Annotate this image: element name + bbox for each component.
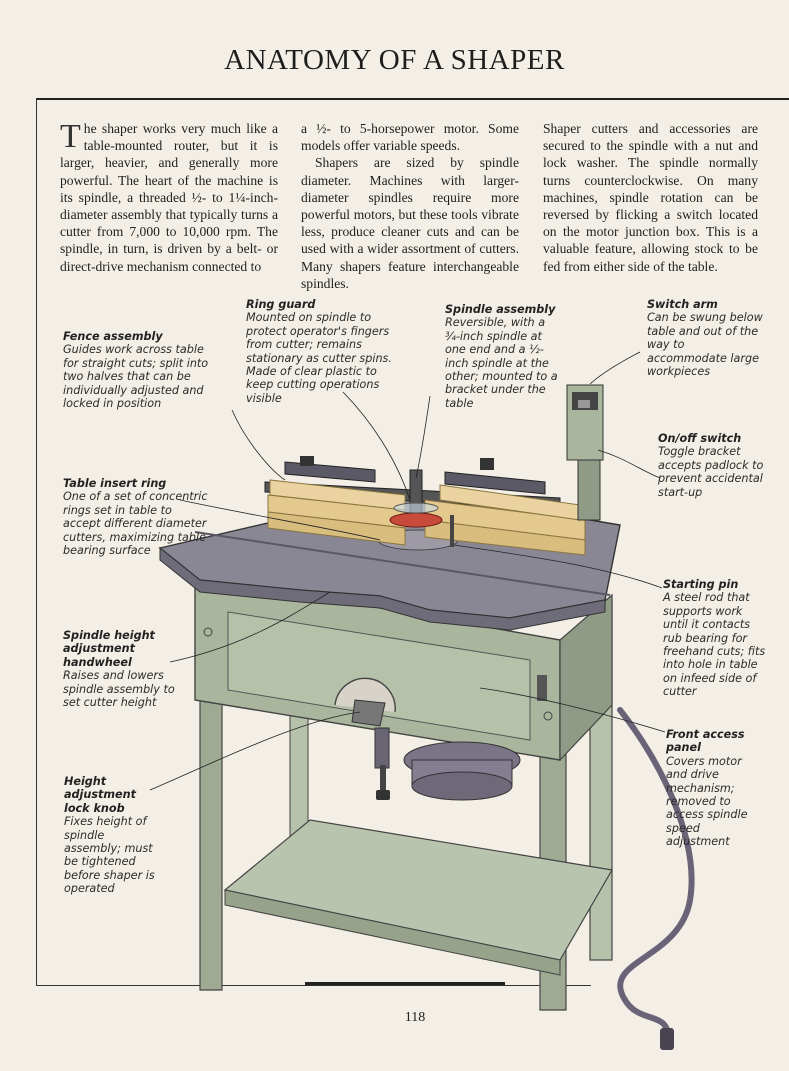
spindle-housing — [374, 727, 390, 769]
lock-knob-shaft — [380, 765, 386, 793]
fence-left — [284, 461, 376, 483]
side-latch — [537, 675, 547, 701]
page-number: 118 — [404, 1010, 426, 1025]
switch-arm-post — [577, 459, 601, 521]
motor-bottom — [411, 771, 513, 801]
drop-cap: T — [60, 118, 81, 155]
miter-slot — [194, 531, 611, 596]
cutter — [389, 512, 443, 528]
intro-text-2a: a ½- to 5-horsepower motor. Some models … — [301, 121, 519, 154]
callout-front-access-panel: Front access panel Covers motor and driv… — [666, 728, 748, 849]
callout-switch-arm: Switch arm Can be swung below table and … — [647, 298, 763, 379]
fence-knob-2 — [480, 458, 494, 470]
callout-height-handwheel: Spindle height adjustment handwheel Rais… — [63, 629, 175, 710]
intro-column-2: a ½- to 5-horsepower motor. Some models … — [301, 120, 519, 292]
callout-fence-assembly: Fence assembly Guides work across table … — [63, 330, 209, 411]
shelf-front-edge — [224, 889, 561, 976]
intro-text-1: he shaper works very much like a table-m… — [60, 121, 278, 274]
callout-ring-guard: Ring guard Mounted on spindle to protect… — [246, 298, 392, 405]
panel-screw — [203, 627, 213, 637]
panel-screw-2 — [543, 711, 553, 721]
lock-knob — [376, 790, 390, 800]
intro-text-3: Shaper cutters and accessories are secur… — [543, 121, 758, 274]
front-access-panel — [227, 611, 531, 741]
bottom-rule-accent — [305, 982, 505, 985]
callout-height-lock-knob: Height adjustment lock knob Fixes height… — [64, 775, 155, 896]
power-cord — [617, 707, 695, 1043]
left-rule — [36, 98, 37, 986]
leader-lines — [149, 351, 666, 791]
callout-on-off-switch: On/off switch Toggle bracket accepts pad… — [658, 432, 764, 499]
fence-right — [444, 471, 546, 495]
switch-toggle — [578, 400, 590, 408]
plug — [660, 1028, 674, 1050]
fence-knob — [300, 456, 314, 466]
header-rule — [36, 98, 789, 100]
bottom-rule — [36, 985, 591, 986]
intro-column-3: Shaper cutters and accessories are secur… — [543, 120, 758, 275]
callout-starting-pin: Starting pin A steel rod that supports w… — [663, 578, 766, 699]
ring-guard — [393, 502, 439, 514]
table-edge — [159, 546, 606, 631]
page-title: ANATOMY OF A SHAPER — [224, 44, 565, 76]
callout-spindle-assembly: Spindle assembly Reversible, with a ¾-in… — [445, 303, 558, 410]
intro-text-2b: Shapers are sized by spindle diameter. M… — [301, 155, 519, 291]
starting-pin — [450, 515, 454, 547]
callout-table-insert-ring: Table insert ring One of a set of concen… — [63, 477, 208, 558]
handwheel-crank — [351, 699, 386, 727]
